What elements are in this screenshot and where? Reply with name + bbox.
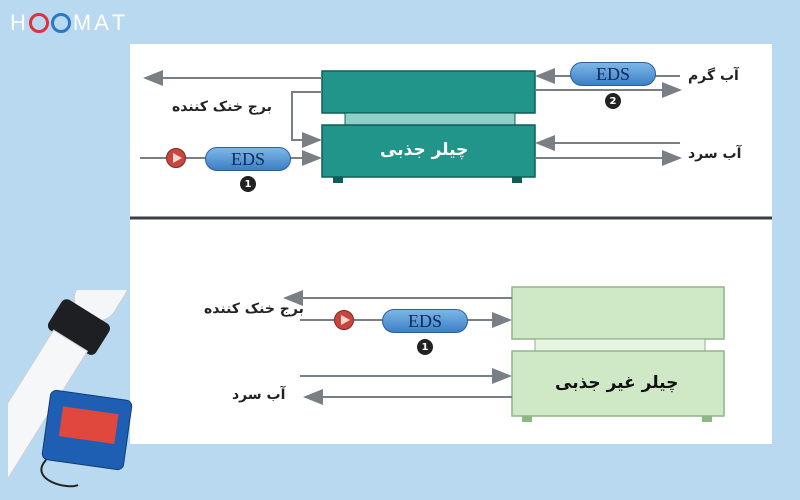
absorption-chiller-label: چیلر جذبی [380, 140, 469, 160]
top-cooling-tower-label: برج خنک کننده [172, 99, 272, 115]
logo-letter-h: H [10, 10, 27, 35]
badge-1: 1 [240, 176, 256, 192]
logo-ring-red-icon [28, 13, 49, 33]
logo-ring-blue-icon [50, 13, 71, 33]
bottom-cooling-tower-label: برج خنک کننده [204, 301, 304, 317]
logo-letter-t: T [111, 10, 127, 35]
logo-letter-a: A [94, 10, 110, 35]
descaler-device-image [8, 290, 133, 495]
eds-unit-bottom: EDS [382, 309, 468, 333]
top-cold-water-label: آب سرد [688, 146, 742, 162]
absorption-chiller [321, 70, 536, 183]
logo-letter-m: M [72, 10, 93, 35]
hot-water-label: آب گرم [688, 68, 739, 84]
cooling-tower-loop-line [291, 91, 322, 148]
eds-unit-1: EDS [205, 147, 291, 171]
pump-icon [334, 310, 354, 330]
non-absorption-chiller [511, 286, 725, 422]
badge-bottom-1: 1 [417, 339, 433, 355]
non-absorption-chiller-label: چیلر غیر جذبی [555, 373, 679, 393]
eds-unit-2: EDS [570, 62, 656, 86]
pump-icon [166, 148, 186, 168]
badge-2: 2 [605, 93, 621, 109]
brand-logo: H M A T [10, 8, 126, 38]
bottom-cold-water-label: آب سرد [232, 387, 286, 403]
